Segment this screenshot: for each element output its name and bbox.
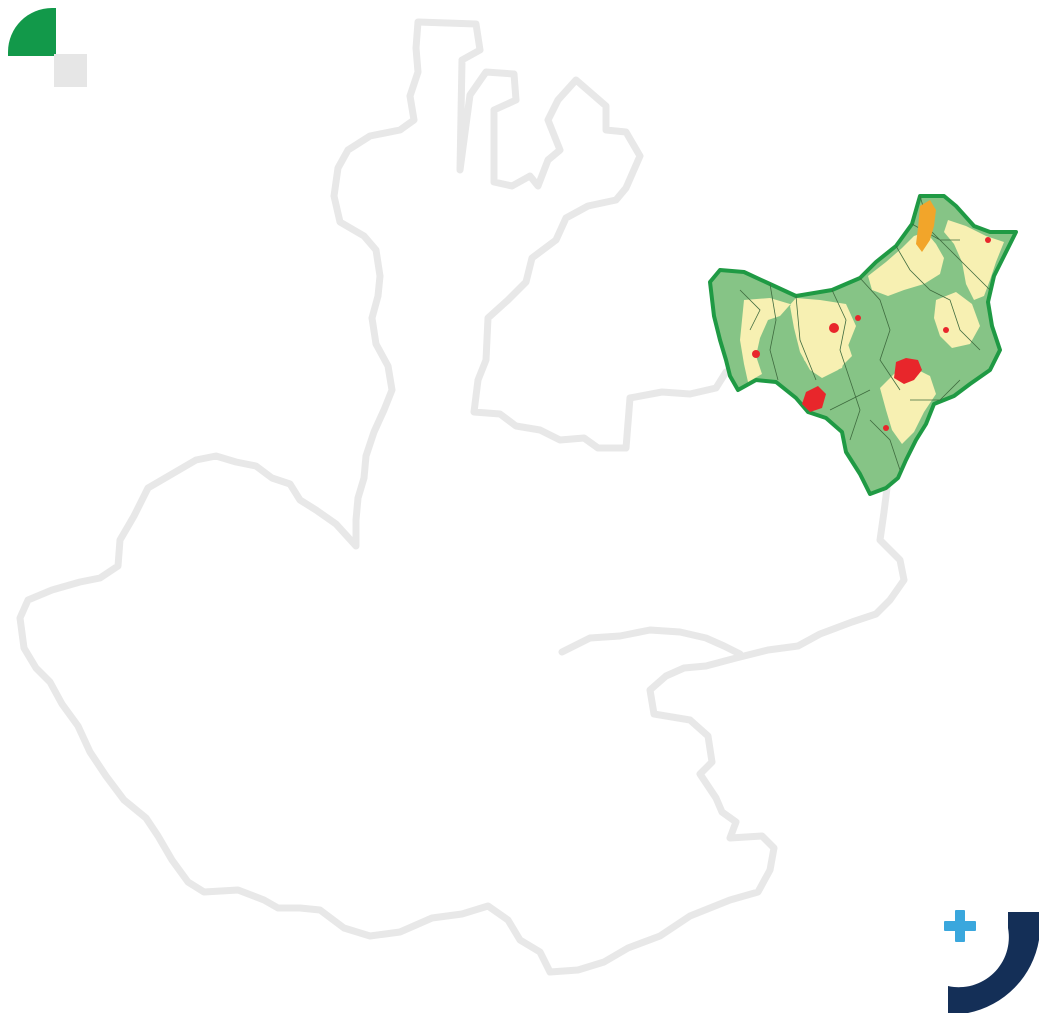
agricultural-zone-center-west bbox=[790, 302, 852, 378]
urban-area-major bbox=[894, 358, 922, 384]
logo-gray-square bbox=[54, 54, 87, 87]
urban-area-small-2 bbox=[752, 350, 760, 358]
highlighted-region[interactable] bbox=[708, 194, 1018, 496]
logo-green-quarter bbox=[8, 8, 56, 56]
quarter-circle-logo-icon bbox=[8, 8, 87, 87]
orange-zone bbox=[916, 200, 936, 252]
urban-area-small-6 bbox=[855, 315, 861, 321]
urban-area-small-4 bbox=[985, 237, 991, 243]
urban-area-small-3 bbox=[943, 327, 949, 333]
urban-area-southwest bbox=[802, 386, 826, 412]
state-outline bbox=[16, 18, 908, 976]
urban-area-small-5 bbox=[883, 425, 889, 431]
state-outline-inner-arm bbox=[558, 626, 744, 658]
urban-area-small-1 bbox=[829, 323, 839, 333]
inner-border-lines bbox=[739, 195, 991, 471]
arc-logo-icon bbox=[948, 912, 1039, 1013]
plus-icon bbox=[944, 910, 976, 942]
agricultural-zone-north bbox=[868, 232, 944, 296]
agricultural-zone-center bbox=[880, 368, 936, 444]
